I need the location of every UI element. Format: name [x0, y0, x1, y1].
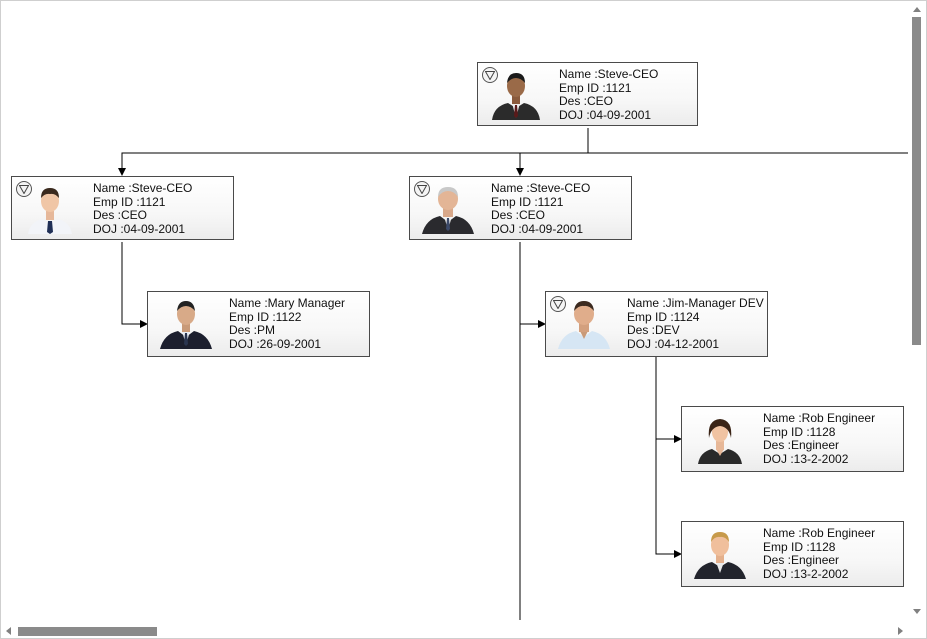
employee-doj: DOJ :04-09-2001 — [93, 221, 186, 236]
employee-photo — [556, 299, 612, 349]
employee-doj: DOJ :04-12-2001 — [627, 336, 720, 351]
employee-designation: Des :PM — [229, 323, 276, 338]
connector-n5-n7 — [655, 439, 682, 558]
scrollbar-corner — [908, 620, 926, 638]
employee-name: Name :Steve-CEO — [93, 181, 193, 195]
employee-name: Name :Rob Engineer — [763, 526, 876, 540]
connector-n5-n6 — [655, 357, 682, 443]
employee-doj: DOJ :13-2-2002 — [763, 451, 849, 466]
employee-name: Name :Jim-Manager DEV — [627, 296, 764, 310]
org-node-n6[interactable]: Name :Rob Engineer Emp ID :1128 Des :Eng… — [681, 406, 904, 472]
employee-id: Emp ID :1121 — [491, 194, 564, 209]
employee-name: Name :Steve-CEO — [559, 67, 659, 81]
employee-photo — [692, 414, 748, 464]
employee-id: Emp ID :1121 — [559, 80, 632, 95]
employee-id: Emp ID :1124 — [627, 309, 700, 324]
employee-doj: DOJ :13-2-2002 — [763, 566, 849, 581]
connector-n2-n4 — [121, 242, 148, 328]
horizontal-scroll-thumb[interactable] — [18, 627, 157, 636]
employee-doj: DOJ :04-09-2001 — [491, 221, 584, 236]
connector-n1-n2 — [118, 128, 589, 176]
scroll-up-arrow-icon[interactable] — [913, 7, 921, 12]
scroll-down-arrow-icon[interactable] — [913, 609, 921, 614]
employee-id: Emp ID :1121 — [93, 194, 166, 209]
employee-id: Emp ID :1122 — [229, 309, 302, 324]
employee-doj: DOJ :26-09-2001 — [229, 336, 322, 351]
employee-designation: Des :CEO — [559, 94, 614, 109]
horizontal-scrollbar[interactable] — [1, 620, 910, 638]
collapse-toggle-icon[interactable] — [482, 67, 498, 83]
employee-photo — [22, 184, 78, 234]
employee-photo — [488, 70, 544, 120]
employee-photo — [420, 184, 476, 234]
vertical-scroll-thumb[interactable] — [912, 17, 921, 345]
connector-n1-n3 — [516, 152, 588, 176]
org-node-n4[interactable]: Name :Mary Manager Emp ID :1122 Des :PM … — [147, 291, 370, 357]
vertical-scrollbar[interactable] — [908, 1, 926, 622]
employee-designation: Des :Engineer — [763, 553, 840, 568]
collapse-toggle-icon[interactable] — [414, 181, 430, 197]
employee-photo — [158, 299, 214, 349]
employee-doj: DOJ :04-09-2001 — [559, 107, 652, 122]
employee-id: Emp ID :1128 — [763, 424, 836, 439]
scroll-left-arrow-icon[interactable] — [6, 627, 11, 635]
employee-name: Name :Mary Manager — [229, 296, 346, 310]
employee-designation: Des :Engineer — [763, 438, 840, 453]
employee-designation: Des :DEV — [627, 323, 680, 338]
org-node-n5[interactable]: Name :Jim-Manager DEV Emp ID :1124 Des :… — [545, 291, 768, 357]
org-node-n2[interactable]: Name :Steve-CEO Emp ID :1121 Des :CEO DO… — [11, 176, 234, 240]
employee-name: Name :Rob Engineer — [763, 411, 876, 425]
org-node-n1[interactable]: Name :Steve-CEO Emp ID :1121 Des :CEO DO… — [477, 62, 698, 126]
employee-designation: Des :CEO — [491, 208, 546, 223]
scroll-right-arrow-icon[interactable] — [898, 627, 903, 635]
employee-name: Name :Steve-CEO — [491, 181, 591, 195]
org-node-n3[interactable]: Name :Steve-CEO Emp ID :1121 Des :CEO DO… — [409, 176, 632, 240]
employee-id: Emp ID :1128 — [763, 539, 836, 554]
org-node-n7[interactable]: Name :Rob Engineer Emp ID :1128 Des :Eng… — [681, 521, 904, 587]
employee-photo — [692, 529, 748, 579]
collapse-toggle-icon[interactable] — [16, 181, 32, 197]
collapse-toggle-icon[interactable] — [550, 296, 566, 312]
employee-designation: Des :CEO — [93, 208, 148, 223]
